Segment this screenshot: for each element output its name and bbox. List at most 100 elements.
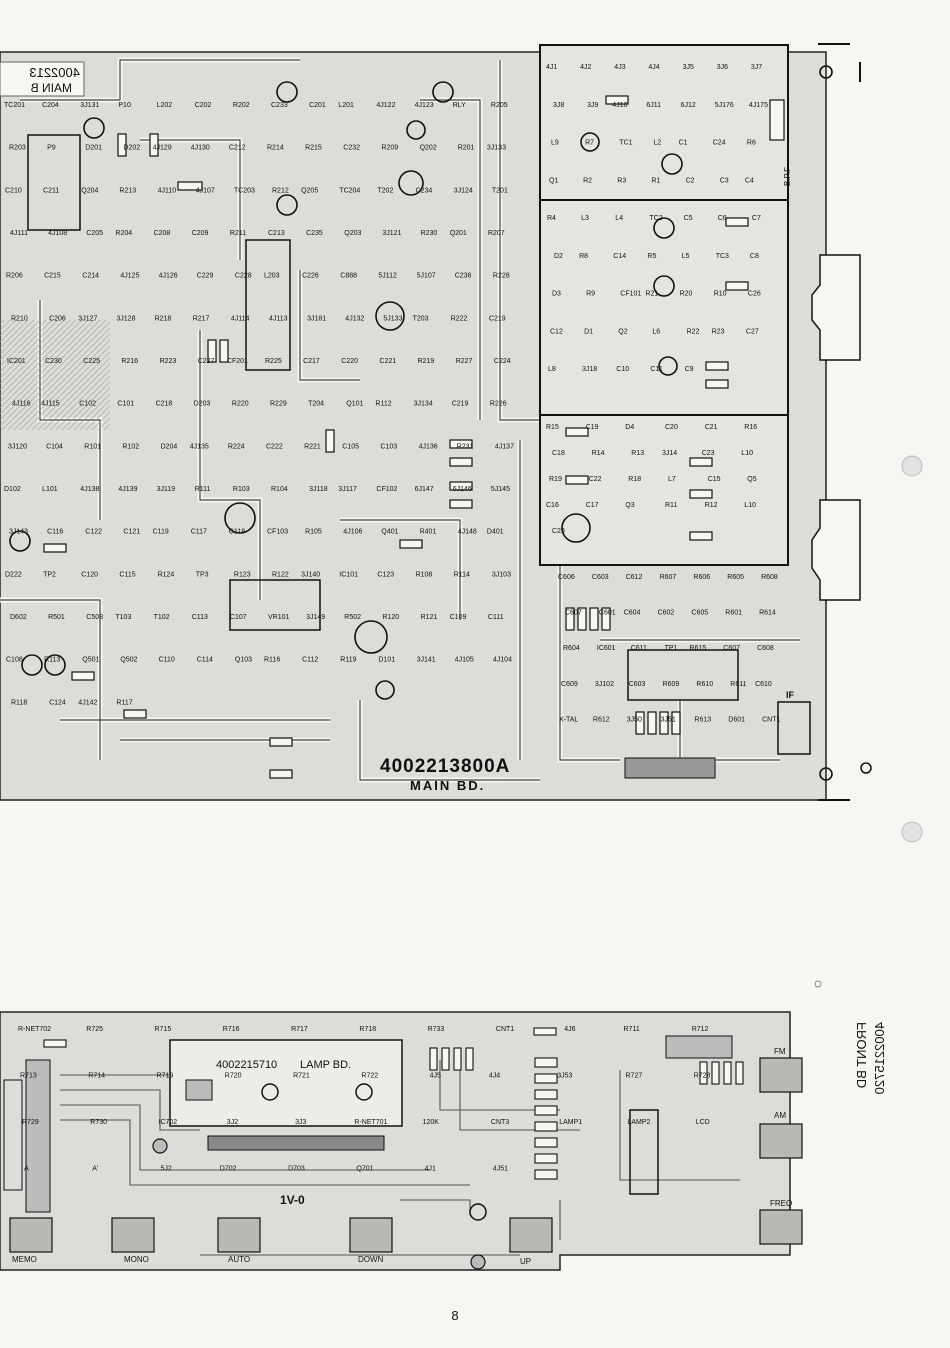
component-label: L201 (338, 102, 354, 109)
crop-marks (818, 43, 861, 801)
component-label: R113 (44, 657, 60, 664)
component-label: C202 (195, 102, 212, 109)
component-label: R209 (381, 145, 398, 152)
component-label: 3J118 (309, 486, 328, 493)
component-label: 4J111 (10, 230, 28, 237)
component-label: C102 (79, 401, 96, 408)
component-label: LCD (696, 1119, 710, 1126)
component-label: 3J3 (295, 1119, 306, 1126)
component-label: T204 (308, 401, 324, 408)
lamp1 (261, 1083, 279, 1101)
component-label: R121 (421, 614, 438, 621)
component-label: D204 (161, 443, 178, 450)
component-label: R720 (225, 1073, 242, 1080)
component-label: Q202 (420, 145, 437, 152)
component-label: R225 (265, 358, 282, 365)
component-label: 4J116 (12, 401, 31, 408)
component-label: 3J14 (662, 450, 677, 457)
rf-block-outline (539, 44, 789, 416)
component-label: C233 (271, 102, 288, 109)
component-label: R601 (725, 610, 742, 617)
down-button-label: DOWN (358, 1255, 384, 1264)
component-label: D4 (625, 424, 634, 431)
component-label: 3J7 (751, 64, 762, 71)
component-label: R202 (233, 102, 250, 109)
component-label: Q501 (82, 657, 99, 664)
component-label: R231 (457, 443, 474, 450)
component-label: 4J129 (153, 145, 172, 152)
component-label: C122 (85, 529, 102, 536)
component-label: 4J3 (614, 64, 625, 71)
component-label: A' (92, 1166, 98, 1173)
component-label: RLY (453, 102, 466, 109)
component-label: C103 (380, 443, 397, 450)
component-label: R119 (340, 657, 356, 664)
main-board: TC201C2043J131P10L202C202R202C233C201L20… (0, 44, 861, 801)
lamp-board-number: 4002215710 (216, 1059, 277, 1071)
component-label: T103 (115, 614, 131, 621)
component-label: C6 (718, 215, 727, 222)
component-label: 4J104 (493, 657, 512, 664)
component-label: 4J130 (191, 145, 210, 152)
component-label: C115 (119, 571, 135, 578)
ic601-body (627, 649, 739, 701)
component-label: 3J121 (382, 230, 401, 237)
component-label: R4 (547, 215, 556, 222)
component-label: L7 (668, 476, 676, 483)
component-label: C218 (156, 401, 173, 408)
component-label: R215 (305, 145, 322, 152)
component-label: C119 (153, 529, 169, 536)
component-label: R12 (705, 502, 718, 509)
component-label: C107 (230, 614, 247, 621)
ul-mark: 1V-0 (280, 1193, 305, 1207)
resistor-column (43, 1027, 744, 1180)
component-label: C217 (303, 358, 320, 365)
component-label: CNT1 (762, 716, 780, 723)
component-label: C232 (343, 145, 360, 152)
ic101-body (229, 579, 321, 631)
component-label: CNT3 (491, 1119, 509, 1126)
point-a (152, 1138, 168, 1154)
mirrored-main-number: 4002213 (29, 65, 80, 80)
component-label: R713 (20, 1073, 37, 1080)
component-label: T203 (413, 315, 429, 322)
component-label: R721 (293, 1073, 310, 1080)
component-label: 4J108 (48, 230, 67, 237)
fm-button-label: FM (774, 1047, 786, 1056)
component-label: R725 (86, 1026, 103, 1033)
mirrored-main-name: MAIN B (31, 81, 72, 95)
component-label: R610 (696, 681, 713, 688)
component-label: R606 (693, 574, 710, 581)
component-label: 4J1 (425, 1166, 436, 1173)
cnt3-connector (185, 1079, 213, 1101)
component-label: C215 (44, 273, 61, 280)
component-label: R728 (694, 1073, 711, 1080)
component-label: R211 (230, 230, 246, 237)
component-label: TC3 (716, 253, 729, 260)
component-symbols (9, 65, 833, 781)
component-label: R114 (454, 571, 470, 578)
component-label: R101 (84, 443, 101, 450)
component-label: R222 (451, 315, 468, 322)
component-label: C3 (720, 177, 729, 184)
component-label: R7 (585, 140, 594, 147)
component-label: CF102 (376, 486, 397, 493)
component-label: IC601 (597, 645, 616, 652)
binder-hole-lower (901, 821, 923, 843)
component-label: 6J11 (646, 102, 661, 109)
component-label: C2 (686, 177, 695, 184)
component-label: L10 (744, 502, 756, 509)
component-label: R716 (223, 1026, 240, 1033)
component-label: R615 (689, 645, 706, 652)
component-label: C8 (750, 253, 759, 260)
component-label: 3J120 (8, 443, 27, 450)
component-label: C225 (83, 358, 100, 365)
component-label: TC204 (339, 187, 360, 194)
component-label: 4J139 (118, 486, 137, 493)
component-label: 4J107 (196, 187, 215, 194)
component-label: D2 (554, 253, 563, 260)
component-label: C209 (192, 230, 209, 237)
component-label: L10 (741, 450, 753, 457)
component-label: R217 (193, 315, 210, 322)
component-label: 3J9 (587, 102, 598, 109)
